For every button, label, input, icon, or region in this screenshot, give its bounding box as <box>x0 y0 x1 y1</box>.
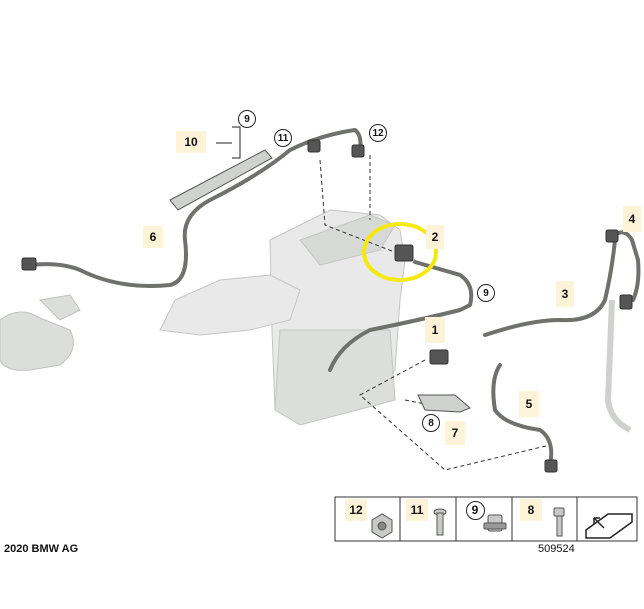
callout-1: 1 <box>425 317 445 343</box>
bracket-7 <box>417 394 471 413</box>
callout-9-top: 9 <box>236 108 258 130</box>
reference-number: 509524 <box>538 543 575 555</box>
callout-5: 5 <box>519 391 539 417</box>
callout-8: 8 <box>420 412 442 434</box>
body-frame-fragment <box>604 299 632 433</box>
clip-icon <box>483 514 507 532</box>
bolt-icon <box>553 507 565 537</box>
legend-label-8: 8 <box>520 499 542 521</box>
hose-5 <box>491 363 554 467</box>
intake-pipe-fragment <box>0 294 81 371</box>
callout-10-bracket <box>216 126 241 159</box>
charge-air-cooler <box>159 209 406 426</box>
callout-6: 6 <box>143 226 163 248</box>
hose-6 <box>28 127 363 288</box>
callout-2: 2 <box>426 225 444 249</box>
legend-label-12: 12 <box>345 499 367 521</box>
callout-7: 7 <box>445 421 465 445</box>
callout-11: 11 <box>272 127 294 149</box>
legend-box <box>334 496 638 542</box>
hose-4 <box>613 230 641 302</box>
callout-3: 3 <box>556 281 574 307</box>
callout-10: 10 <box>176 131 206 153</box>
shim-symbol-icon <box>585 513 633 539</box>
connectors <box>21 139 633 473</box>
highlight-ring <box>362 222 438 282</box>
callout-4: 4 <box>623 206 641 232</box>
legend-label-11: 11 <box>406 499 428 521</box>
hose-3 <box>483 238 617 337</box>
callout-9-middle: 9 <box>475 282 497 304</box>
screw-icon <box>433 508 447 536</box>
legend-label-9: 9 <box>464 499 486 521</box>
copyright-text: 2020 BMW AG <box>4 543 79 555</box>
nut-icon <box>371 513 393 539</box>
bracket-10 <box>169 149 273 211</box>
callout-12: 12 <box>366 122 390 144</box>
